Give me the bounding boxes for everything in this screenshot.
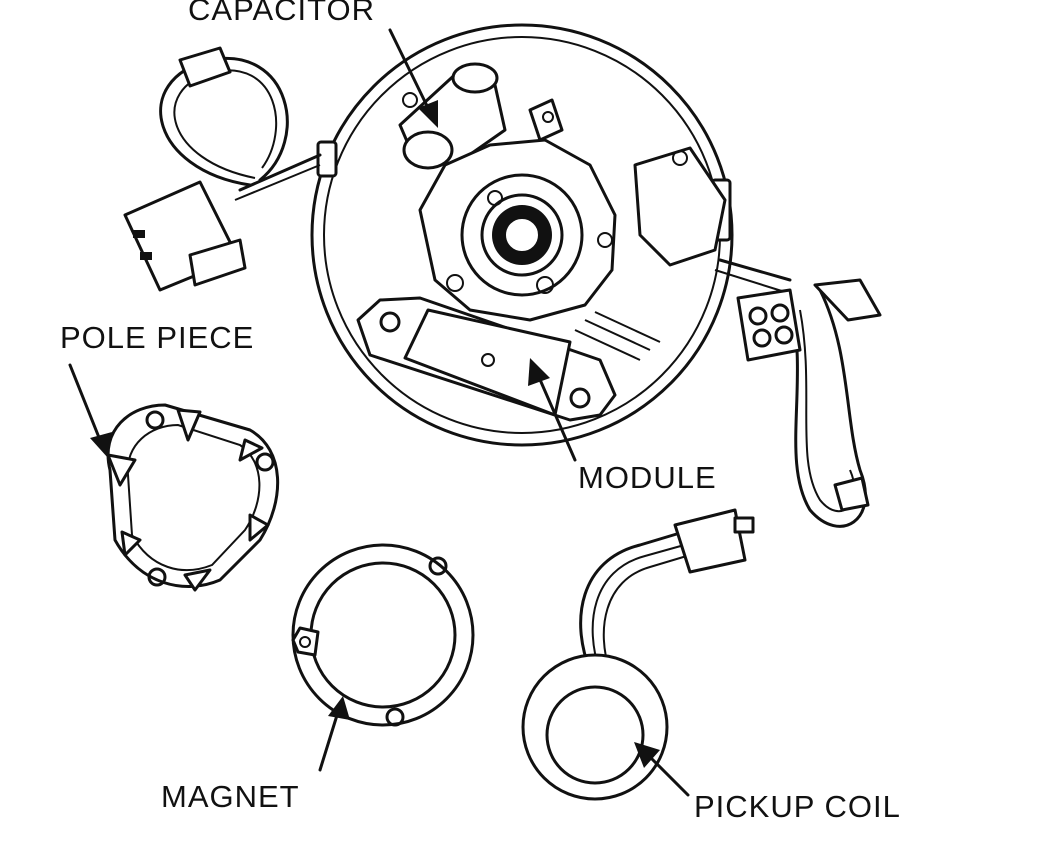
magnet-leader-line (318, 710, 340, 772)
module-arrowhead (528, 358, 550, 386)
pickup-coil-label: PICKUP COIL (694, 789, 901, 824)
magnet-label: MAGNET (161, 779, 300, 814)
leader-arrows (68, 28, 690, 797)
capacitor-arrowhead (418, 100, 438, 128)
pole-piece-arrowhead (90, 432, 112, 458)
pickup-coil-leader-line (646, 753, 690, 797)
capacitor-component (398, 62, 507, 170)
ignition-module (356, 296, 661, 422)
pickup-coil-part (521, 508, 755, 801)
module-leader-line (536, 373, 577, 462)
module-label: MODULE (578, 460, 717, 495)
pole-piece-part (106, 403, 280, 592)
capacitor-label: CAPACITOR (188, 0, 375, 27)
magnet-part (291, 543, 475, 727)
distributor-shaft-assembly (418, 98, 617, 322)
pickup-coil-arrowhead (634, 742, 660, 768)
right-connector-harness (633, 146, 882, 528)
pole-piece-leader-line (68, 363, 102, 442)
magnet-arrowhead (328, 696, 350, 720)
capacitor-leader-line (388, 28, 432, 114)
left-connector-harness (123, 46, 322, 292)
pole-piece-label: POLE PIECE (60, 320, 255, 355)
